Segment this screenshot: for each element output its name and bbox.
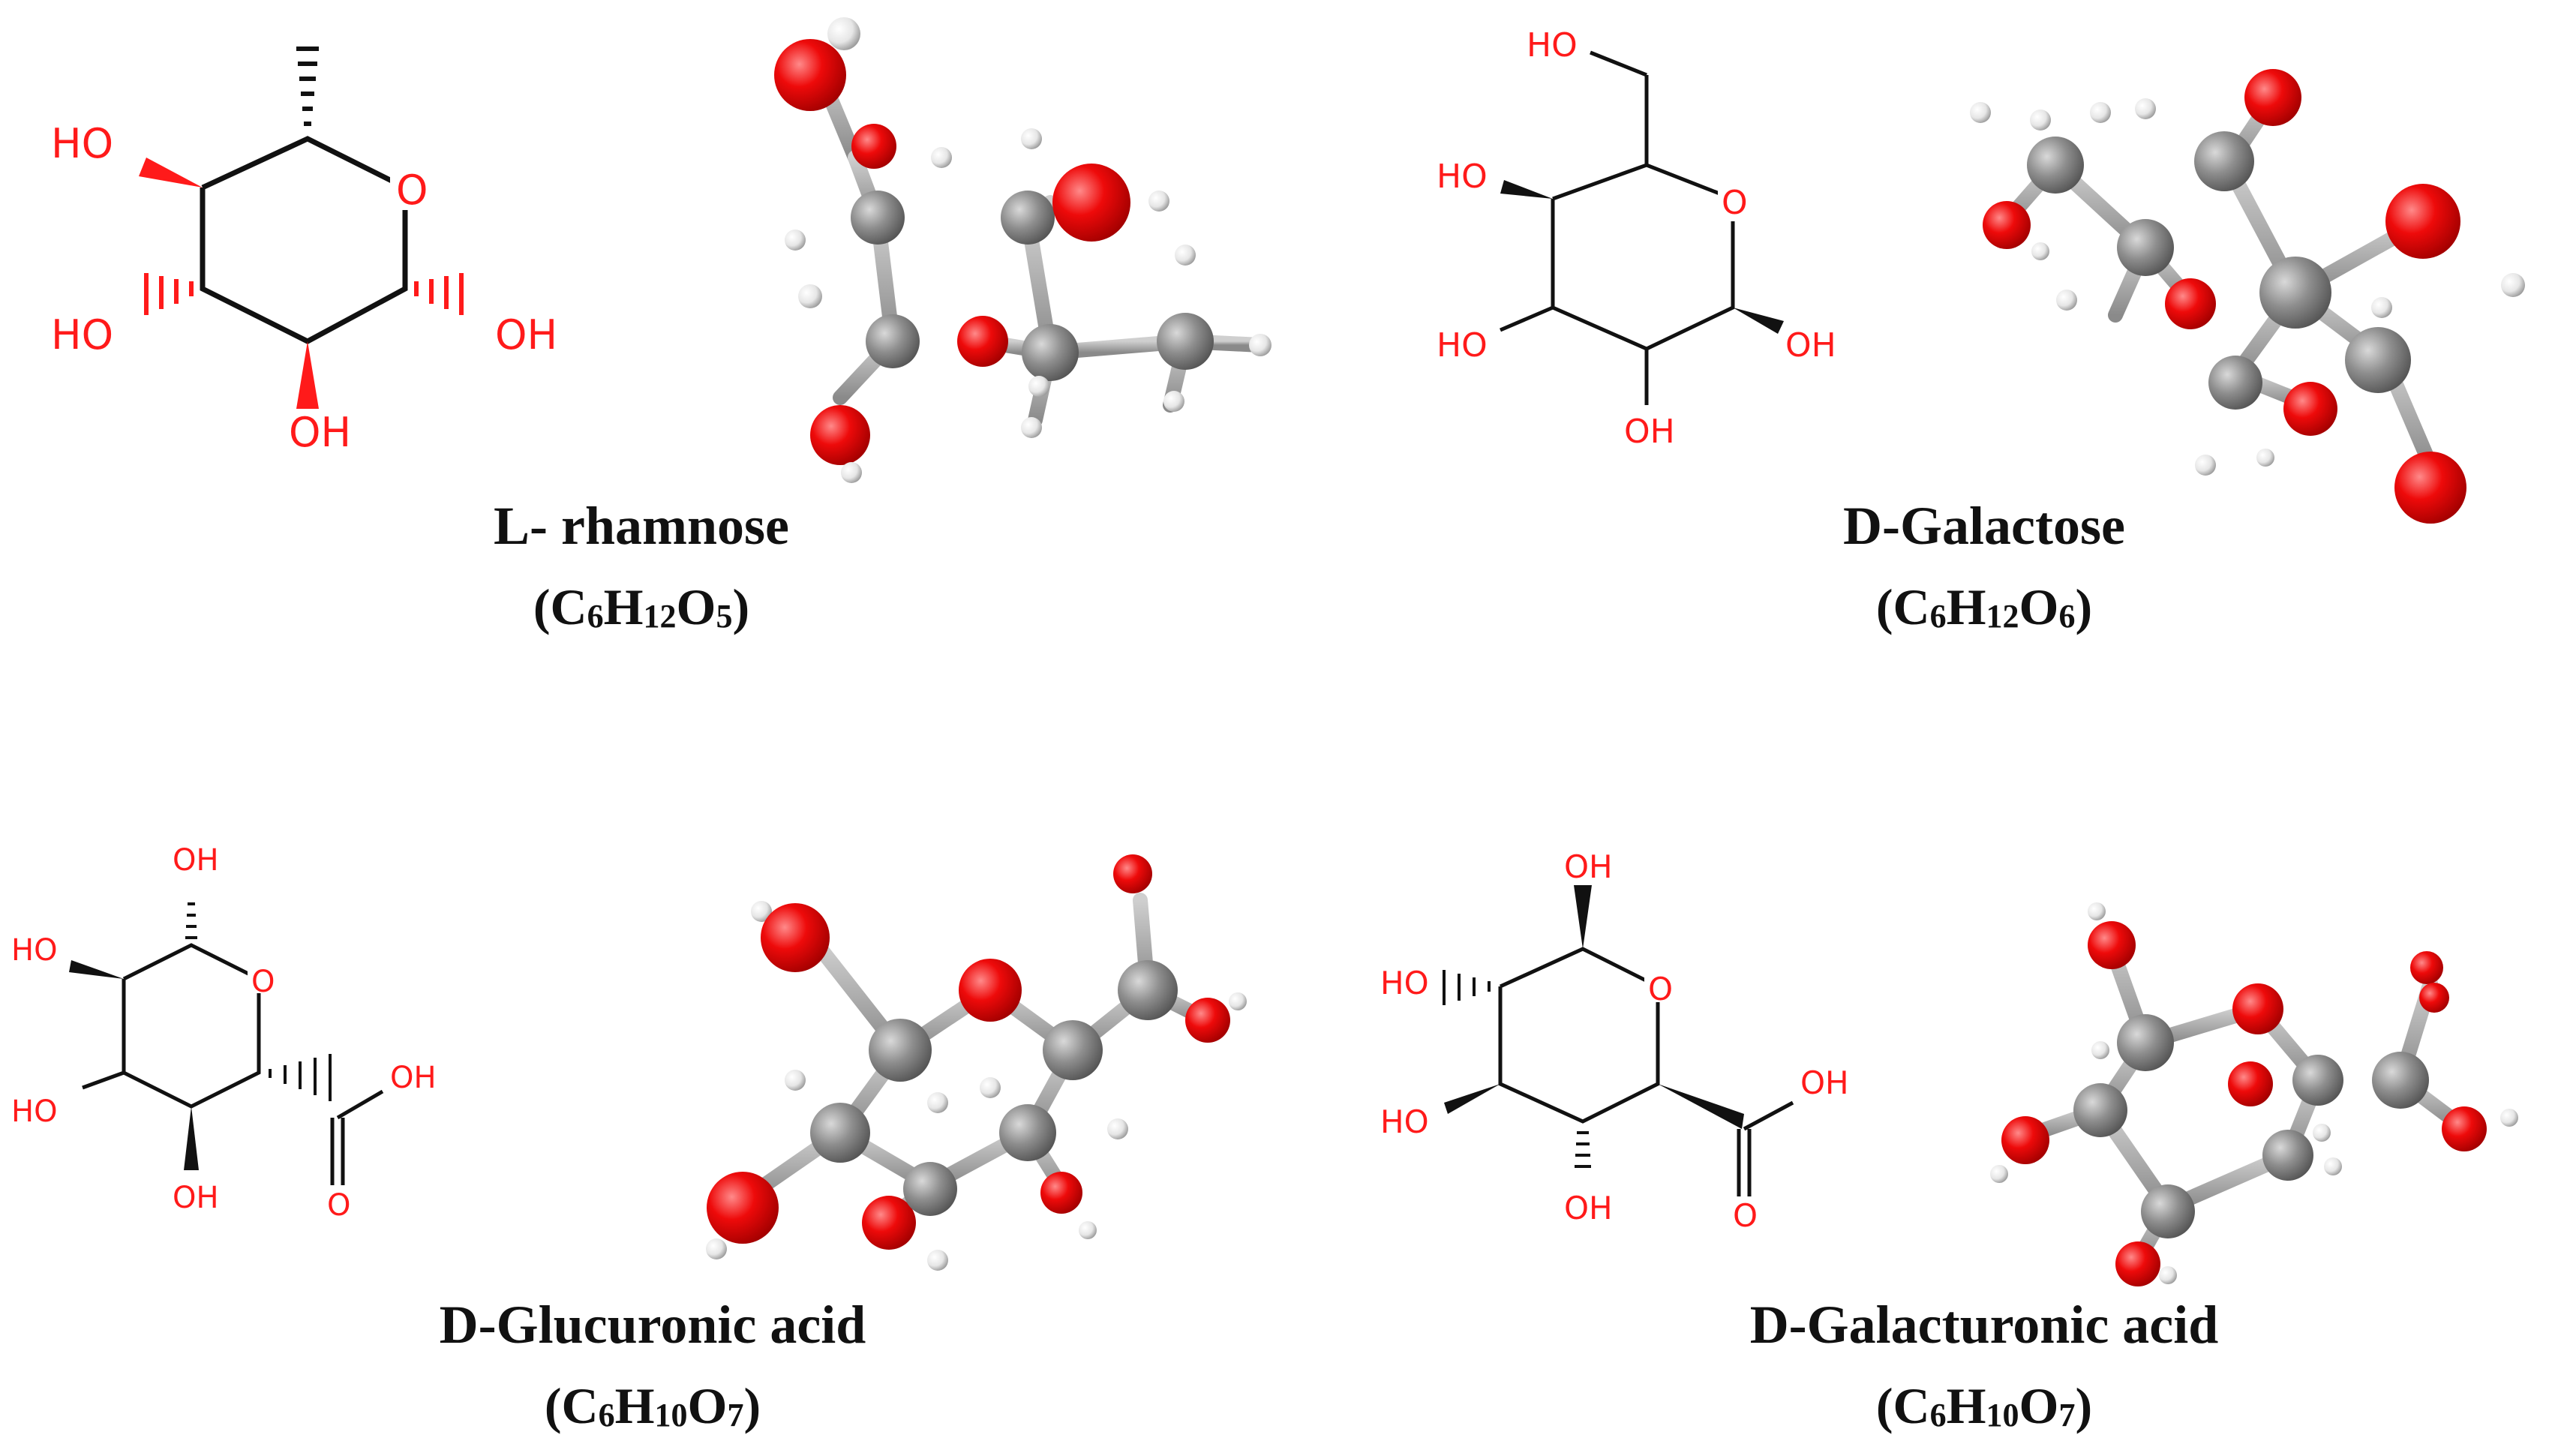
molecule-name-galactose: D-Galactose — [1843, 496, 2125, 556]
molecule-name-rhamnose: L- rhamnose — [494, 496, 789, 556]
galactose-ho-label: HO — [1437, 158, 1488, 196]
galactose-ring-oxygen: O — [1722, 184, 1748, 222]
rhamnose-ho-label: HO — [51, 311, 113, 359]
glucuronic-ball-stick-model — [706, 854, 1247, 1271]
molecule-name-galacturonic-acid: D-Galacturonic acid — [1749, 1295, 2219, 1355]
galacturonic-ho-label: HO — [1380, 1103, 1429, 1140]
glucuronic-ho-label: HO — [11, 933, 58, 968]
galacturonic-acid-oh-label: OH — [1800, 1064, 1849, 1101]
galactose-ho-label: HO — [1527, 26, 1578, 65]
glucuronic-oh-label: OH — [173, 1181, 219, 1215]
glucuronic-oh-label: OH — [173, 843, 219, 878]
galacturonic-ball-stick-model — [1990, 902, 2518, 1286]
molecule-formula-glucuronic-acid: (C6H10O7) — [544, 1377, 761, 1434]
galactose-oh-label: OH — [1624, 413, 1675, 451]
molecule-formula-galactose: (C6H12O6) — [1875, 578, 2093, 635]
galactose-oh-label: OH — [1785, 326, 1836, 365]
glucuronic-acid-o-label: O — [327, 1188, 350, 1223]
galactose-ball-stick-model — [1970, 69, 2525, 524]
glucuronic-skeletal-structure — [82, 943, 384, 1185]
molecule-formula-rhamnose: (C6H12O5) — [533, 578, 750, 635]
rhamnose-ball-stick-model — [774, 17, 1271, 483]
rhamnose-oh-label: OH — [495, 311, 557, 359]
glucuronic-ho-label: HO — [11, 1094, 58, 1129]
galacturonic-ring-oxygen: O — [1648, 971, 1673, 1007]
galactose-ho-label: HO — [1437, 326, 1488, 365]
rhamnose-skeletal-structure — [200, 47, 408, 344]
glucuronic-acid-oh-label: OH — [390, 1061, 437, 1095]
galacturonic-oh-label: OH — [1564, 1190, 1613, 1226]
galactose-skeletal-structure — [1500, 50, 1735, 405]
molecule-name-glucuronic-acid: D-Glucuronic acid — [439, 1295, 866, 1355]
rhamnose-oh-label: OH — [289, 409, 351, 456]
galacturonic-ho-label: HO — [1380, 965, 1429, 1001]
molecule-formula-galacturonic-acid: (C6H10O7) — [1875, 1377, 2093, 1434]
rhamnose-ho-label: HO — [51, 120, 113, 167]
rhamnose-ring-oxygen: O — [396, 167, 428, 214]
glucuronic-ring-oxygen: O — [251, 965, 275, 999]
galacturonic-acid-o-label: O — [1733, 1197, 1758, 1234]
galacturonic-oh-label: OH — [1564, 848, 1613, 885]
